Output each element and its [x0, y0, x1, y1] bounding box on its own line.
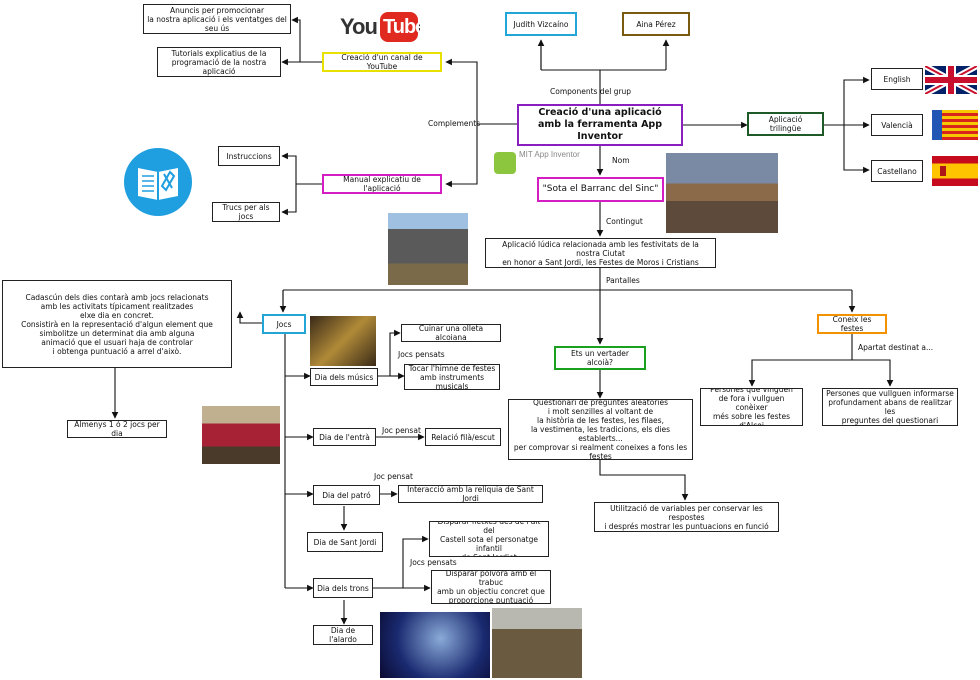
games-label-musics: Jocs pensats [398, 350, 445, 359]
android-icon [494, 152, 516, 174]
manual-tricks: Trucs per als jocs [212, 202, 280, 222]
day-patro: Dia del patró [313, 485, 380, 505]
games-label-trons: Jocs pensats [410, 558, 457, 567]
mit-app-inventor-logo: MIT App Inventor [492, 148, 592, 178]
know-festes: Coneix les festes [817, 314, 887, 334]
day-musics: Dia dels músics [310, 368, 378, 386]
complements-label: Complements [428, 119, 481, 128]
know-label: Apartat destinat a... [858, 343, 934, 352]
name-label: Nom [612, 156, 630, 165]
flag-valencia [932, 110, 978, 140]
game-olleta: Cuinar una olleta alcoiana [401, 324, 501, 342]
youtube-channel: Creació d'un canal de YouTube [322, 52, 442, 72]
photo-instruments [310, 316, 376, 366]
connector-complements [445, 58, 517, 125]
app-name: "Sota el Barranc del Sinc" [537, 177, 664, 202]
game-label-patro: Joc pensat [374, 472, 413, 481]
member-judith: Judith Vizcaíno [505, 12, 577, 36]
content-label: Contingut [606, 217, 643, 226]
photo-castle [388, 213, 468, 285]
lang-valencia: Valencià [871, 114, 923, 136]
youtube-logo: You Tube Tube [340, 10, 420, 46]
day-alardo: Dia de l'alardo [313, 625, 373, 645]
member-aina: Aina Pérez [622, 12, 690, 36]
youtube-red-tile [380, 12, 418, 42]
connector-members [540, 40, 666, 104]
game-label-entra: Joc pensat [382, 426, 421, 435]
game-escut: Relació filà/escut [425, 428, 501, 446]
game-polvora: Disparar pólvora amb el trabuc amb un ob… [431, 570, 551, 604]
day-entra: Dia de l'entrà [313, 428, 376, 446]
manual: Manual explicatiu de l'aplicació [322, 174, 442, 194]
game-reliquia: Interacció amb la relíquia de Sant Jordi [398, 485, 543, 503]
min-games: Almenys 1 ó 2 jocs per dia [67, 420, 167, 438]
main-title: Creació d'una aplicació amb la ferrament… [517, 104, 683, 146]
components-label: Components del grup [550, 87, 632, 96]
quiz: Ets un vertader alcoià? [554, 346, 646, 370]
screens-label: Pantalles [606, 276, 640, 285]
uk-flag-icon [925, 66, 977, 94]
spain-crest [940, 166, 946, 176]
youtube-ads: Anuncis per promocionar la nostra aplica… [143, 4, 291, 34]
flag-spain [932, 156, 978, 186]
game-himne: Tocar l'himne de festes amb instruments … [404, 364, 500, 390]
flag-uk [925, 66, 977, 94]
photo-troops [492, 608, 582, 678]
manual-icon [124, 148, 192, 216]
photo-town [666, 153, 778, 233]
game-fletxes: Disparar fletxes des de l'alt del Castel… [429, 521, 549, 557]
jocs-note: Cadascún dels dies contarà amb jocs rela… [2, 280, 232, 368]
book-icon [138, 168, 178, 200]
jocs: Jocs [262, 314, 306, 334]
lang-english: English [871, 68, 923, 90]
app-content: Aplicació lúdica relacionada amb les fes… [485, 238, 716, 268]
manual-instructions: Instruccions [218, 146, 280, 166]
lang-castellano: Castellano [871, 160, 923, 182]
know-visitors: Persones que vinguen de fora i vullguen … [700, 388, 803, 426]
valencia-blue-strip [932, 110, 942, 140]
mit-app-inventor-text: MIT App Inventor [519, 150, 580, 159]
quiz-description: Questionari de preguntes aleatories i mo… [508, 399, 693, 460]
quiz-variables: Utilització de variables per conservar l… [594, 502, 779, 532]
day-santjordi: Dia de Sant Jordi [307, 532, 383, 552]
day-trons: Dia dels trons [313, 578, 373, 598]
youtube-tutorials: Tutorials explicatius de la programació … [157, 47, 281, 77]
know-quiz-prep: Persones que vullguen informarse profund… [822, 388, 958, 426]
photo-knight [380, 612, 490, 678]
youtube-tube-text: Tube [383, 16, 420, 38]
photo-parade [202, 406, 280, 464]
multilingual: Aplicació trilingüe [747, 112, 824, 136]
